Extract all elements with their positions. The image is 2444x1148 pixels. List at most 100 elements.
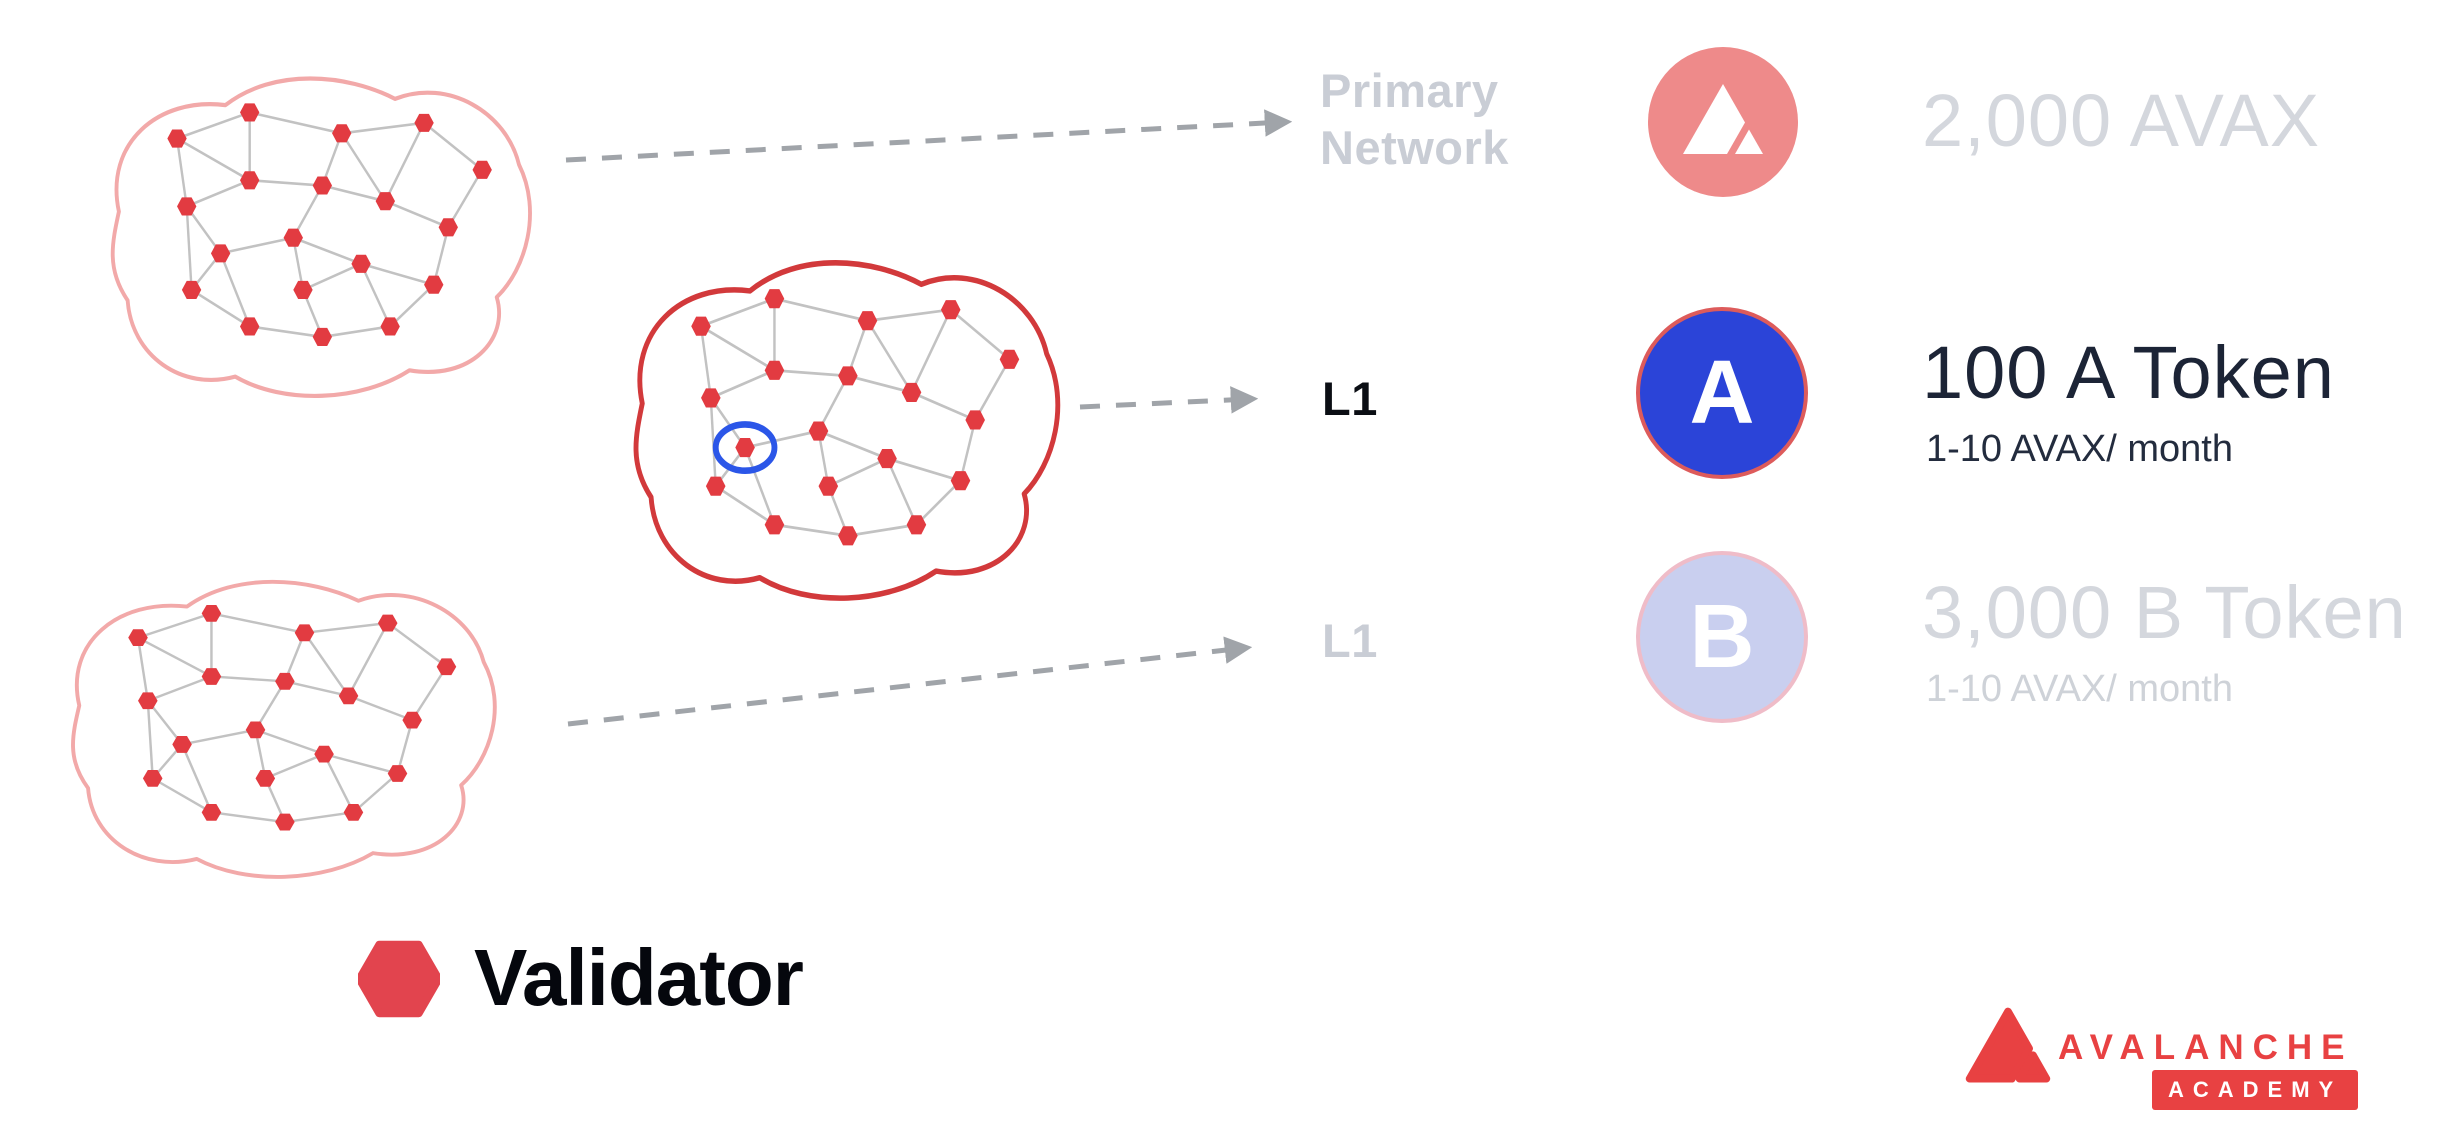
validator-node-icon (142, 769, 163, 787)
network-edge (255, 728, 325, 756)
network-edge (384, 122, 426, 202)
validator-node-icon (402, 711, 422, 729)
network-edge (284, 680, 349, 698)
network-edge (959, 419, 977, 482)
network-edge (915, 479, 962, 526)
network-edge (152, 777, 213, 814)
validator-node-icon (808, 421, 829, 441)
validator-legend-label: Validator (474, 933, 804, 1022)
validator-node-icon (857, 311, 878, 331)
token-b-amount: 3,000 B Token (1922, 571, 2407, 654)
network-edge (146, 699, 184, 746)
network-edge (137, 636, 213, 678)
token-b-letter: B (1689, 587, 1755, 687)
validator-node-icon (293, 280, 313, 299)
validator-node-icon (275, 813, 295, 831)
network-edge (136, 637, 150, 701)
validator-node-icon (245, 721, 266, 739)
validator-node-icon (701, 388, 721, 408)
validator-node-icon (705, 476, 726, 496)
network-boundary (71, 579, 497, 879)
validator-node-icon (275, 672, 295, 690)
network-edge (700, 297, 775, 328)
token-b-icon: B (1636, 551, 1808, 723)
validator-node-icon (950, 471, 971, 491)
network-edge (211, 811, 286, 824)
validator-node-icon (201, 604, 222, 622)
validator-node-icon (901, 382, 922, 402)
validator-node-icon (138, 692, 158, 710)
network-edge (885, 457, 918, 526)
validator-node-icon (167, 129, 187, 148)
network-edge (700, 325, 776, 372)
network-edge (147, 675, 212, 702)
network-edge (774, 368, 848, 378)
validator-node-icon (965, 410, 985, 430)
highlighted-validator-circle (712, 421, 778, 475)
network-edge (220, 236, 294, 255)
validator-node-icon (338, 687, 359, 705)
token-a-letter: A (1689, 343, 1755, 443)
network-edge (341, 121, 425, 135)
validator-node-icon (128, 629, 148, 647)
network-edge (175, 138, 188, 207)
validator-node-icon (294, 624, 315, 642)
network-edge (774, 523, 849, 538)
network-edge (249, 325, 323, 339)
validator-node-icon (283, 228, 303, 247)
network-edge (389, 283, 435, 328)
network-edge (396, 719, 414, 774)
network-edge (866, 319, 913, 394)
network-edge (447, 169, 484, 228)
network-edge (715, 484, 776, 526)
network-edge (176, 137, 251, 182)
network-edge (743, 447, 776, 526)
validator-node-icon (999, 349, 1020, 369)
network-edge (185, 206, 193, 291)
network-edge (744, 429, 819, 449)
arrow-to-l1 (1079, 386, 1259, 414)
validator-node-icon (691, 316, 711, 336)
network-edge (284, 811, 354, 824)
network-edge (347, 622, 389, 697)
network-edge (322, 753, 355, 813)
validator-node-icon (351, 254, 371, 273)
l1-network-graph (608, 238, 1078, 618)
avalanche-logo-glyph (1673, 72, 1773, 172)
network-edge (249, 111, 342, 135)
label-l1-faded: L1 (1322, 614, 1378, 667)
label-primary-network: Primary Network (1320, 64, 1509, 175)
validator-node-icon (877, 449, 897, 469)
validator-node-icon (838, 526, 858, 546)
validator-node-icon (387, 765, 408, 782)
arrow-to-primary-network (565, 109, 1293, 163)
network-edge (423, 121, 483, 171)
validator-node-icon (201, 668, 222, 685)
network-edge (432, 226, 450, 286)
network-edge (340, 132, 387, 202)
token-a-subtitle: 1-10 AVAX/ month (1926, 428, 2233, 470)
label-l1-active: L1 (1322, 372, 1378, 425)
validator-node-icon (380, 317, 400, 336)
validator-node-icon (735, 438, 755, 458)
academy-badge: ACADEMY (2152, 1070, 2359, 1110)
network-edge (322, 325, 391, 339)
validator-node-icon (312, 327, 333, 346)
avalanche-academy-logo-icon (1960, 1000, 2056, 1096)
arrow-to-l1-faded (567, 636, 1253, 727)
network-edge (818, 429, 888, 460)
network-edge (910, 309, 952, 394)
network-edge (847, 523, 917, 538)
network-edge (974, 358, 1011, 421)
network-edge (384, 199, 449, 229)
network-edge (176, 111, 251, 140)
validator-node-icon (438, 218, 458, 237)
validator-node-icon (332, 124, 352, 143)
network-edge (348, 694, 413, 722)
network-edge (774, 297, 868, 323)
network-edge (304, 621, 388, 634)
primary-network-graph (85, 55, 550, 415)
network-edge (211, 612, 305, 634)
network-edge (847, 374, 912, 394)
